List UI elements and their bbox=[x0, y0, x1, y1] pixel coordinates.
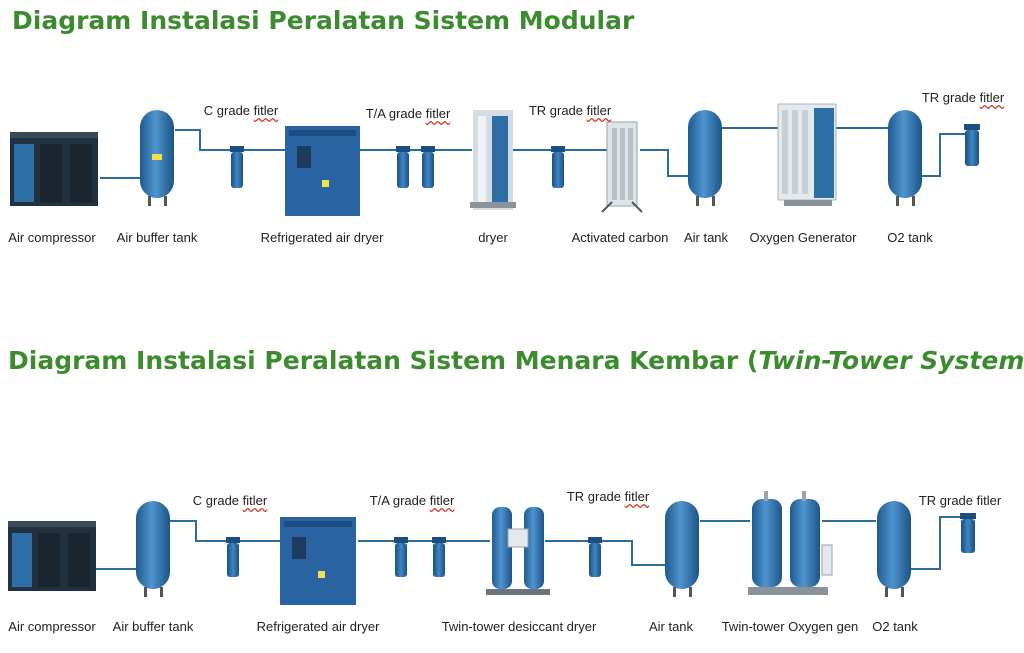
air-tank-icon bbox=[688, 110, 722, 206]
modular-diagram bbox=[10, 103, 980, 216]
twin-refrigerated-air-dryer-icon bbox=[280, 517, 356, 605]
twin-tower-oxygen-generator-icon bbox=[748, 491, 833, 595]
tr-grade-filter-icon bbox=[551, 146, 565, 188]
modular-label-dryer: dryer bbox=[478, 230, 508, 245]
oxygen-generator-icon bbox=[777, 103, 837, 206]
twin-air-tank-icon bbox=[665, 501, 699, 597]
twin-filter-label-tr-final: TR grade fitler bbox=[918, 493, 1002, 508]
modular-filter-label-c: C grade fitler bbox=[203, 103, 279, 118]
twin-ta-grade-filter-icon bbox=[394, 537, 446, 577]
twin-tower-desiccant-dryer-icon bbox=[486, 507, 550, 595]
modular-label-air-tank: Air tank bbox=[683, 230, 729, 245]
twin-tr-grade-filter-icon bbox=[588, 537, 602, 577]
twin-label-refrigerated-air-dryer: Refrigerated air dryer bbox=[256, 619, 380, 634]
o2-tank-icon bbox=[888, 110, 922, 206]
twin-c-grade-filter-icon bbox=[226, 537, 240, 577]
modular-label-air-buffer-tank: Air buffer tank bbox=[116, 230, 198, 245]
twin-label-twin-tower-desiccant-dryer: Twin-tower desiccant dryer bbox=[441, 619, 597, 634]
modular-label-oxygen-generator: Oxygen Generator bbox=[749, 230, 857, 245]
twin-air-buffer-tank-icon bbox=[136, 501, 170, 597]
twin-label-air-compressor: Air compressor bbox=[8, 619, 96, 634]
twin-title: Diagram Instalasi Peralatan Sistem Menar… bbox=[8, 346, 1024, 375]
twin-o2-tank-icon bbox=[877, 501, 911, 597]
modular-filter-label-tr-final: TR grade fitler bbox=[921, 90, 1005, 105]
twin-air-compressor-icon bbox=[8, 521, 96, 591]
activated-carbon-icon bbox=[601, 121, 643, 213]
refrigerated-air-dryer-icon bbox=[285, 126, 360, 216]
c-grade-filter-icon bbox=[230, 146, 244, 188]
twin-label-air-buffer-tank: Air buffer tank bbox=[112, 619, 194, 634]
modular-filter-label-ta: T/A grade fitler bbox=[365, 106, 451, 121]
ta-grade-filter-icon bbox=[396, 146, 435, 188]
twin-label-twin-tower-oxygen-gen: Twin-tower Oxygen gen bbox=[721, 619, 859, 634]
modular-label-o2-tank: O2 tank bbox=[887, 230, 933, 245]
twin-label-o2-tank: O2 tank bbox=[872, 619, 918, 634]
twin-diagram bbox=[8, 491, 976, 605]
modular-label-activated-carbon: Activated carbon bbox=[571, 230, 669, 245]
modular-label-refrigerated-air-dryer: Refrigerated air dryer bbox=[260, 230, 384, 245]
tr-grade-filter-icon-final bbox=[964, 124, 980, 166]
air-compressor-icon bbox=[10, 132, 98, 206]
modular-filter-label-tr: TR grade fitler bbox=[528, 103, 612, 118]
modular-dryer-icon bbox=[470, 110, 516, 210]
twin-tr-grade-filter-icon-final bbox=[960, 513, 976, 553]
twin-label-air-tank: Air tank bbox=[648, 619, 694, 634]
twin-filter-label-c: C grade fitler bbox=[192, 493, 268, 508]
modular-title: Diagram Instalasi Peralatan Sistem Modul… bbox=[12, 6, 635, 35]
modular-pipes bbox=[100, 127, 966, 179]
modular-label-air-compressor: Air compressor bbox=[8, 230, 96, 245]
air-buffer-tank-icon bbox=[140, 110, 174, 206]
twin-filter-label-tr: TR grade fitler bbox=[566, 489, 650, 504]
twin-filter-label-ta: T/A grade fitler bbox=[369, 493, 455, 508]
